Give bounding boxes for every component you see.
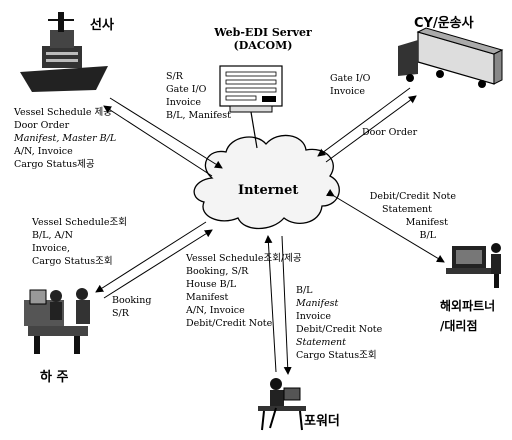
flow-forwarder-to-internet: Vessel Schedule조회/제공 Booking, S/R House … (186, 252, 302, 330)
flow-item: Vessel Schedule 제공 (14, 107, 112, 118)
internet-cloud (193, 134, 340, 230)
shipper-label: 하 주 (40, 370, 69, 385)
flow-item: A/N, Invoice (186, 305, 245, 316)
flow-cy-from-internet: Door Order (362, 126, 417, 139)
flow-item: Cargo Status제공 (14, 159, 95, 170)
flow-shipper-to-internet: Booking S/R (112, 294, 151, 320)
flow-item: Door Order (14, 120, 70, 131)
cy-trucker-label: CY/운송사 (414, 16, 474, 31)
flow-item: S/R (166, 71, 183, 82)
server-internet-link (250, 111, 258, 149)
flow-cy-to-internet: Gate I/O Invoice (330, 72, 370, 98)
flow-item: Manifest, Master B/L (14, 133, 117, 144)
partner-label-line2: /대리점 (440, 319, 478, 333)
arrow-internet-to-cy (325, 95, 417, 163)
flow-item: B/L, Manifest (166, 110, 231, 121)
shipping-line-label: 선사 (90, 18, 114, 33)
arrow-forwarder-to-internet (264, 235, 277, 373)
flow-item: Debit/Credit Note (369, 191, 456, 202)
flow-item: House B/L (186, 279, 237, 290)
truck-icon (398, 27, 504, 88)
partner-label-line1: 해외파트너 (440, 299, 496, 313)
flow-item: Vessel Schedule조회 (32, 217, 127, 228)
arrow-shipper-to-internet (103, 229, 213, 299)
arrow-ship-to-internet (109, 97, 223, 169)
server-subtitle: (DACOM) (233, 39, 293, 52)
flow-item: Manifest (186, 292, 229, 303)
arrow-cy-to-internet (317, 87, 411, 157)
flow-shipping-to-internet: S/R Gate I/O Invoice B/L, Manifest (166, 70, 231, 122)
partner-label: 해외파트너 /대리점 (440, 296, 495, 336)
flow-item: B/L (419, 230, 437, 241)
flow-item: Cargo Status조회 (296, 350, 377, 361)
forwarder-desk-icon (258, 378, 306, 431)
flow-item: Statement (296, 337, 346, 348)
flow-shipping-from-internet: Vessel Schedule 제공 Door Order Manifest, … (14, 106, 116, 171)
flow-item: Cargo Status조회 (32, 256, 113, 267)
server-title: Web-EDI Server (214, 26, 312, 39)
flow-item: S/R (112, 308, 129, 319)
flow-item: Debit/Credit Note (296, 324, 383, 335)
flow-partner: Debit/Credit Note Statement Manifest B/L (352, 190, 456, 242)
forwarder-label: 포워더 (304, 414, 340, 429)
flow-item: Invoice, (32, 243, 70, 254)
flow-forwarder-from-internet: B/L Manifest Invoice Debit/Credit Note S… (296, 284, 382, 362)
flow-item: Vessel Schedule조회/제공 (186, 253, 302, 264)
partner-workstation-icon (446, 243, 501, 288)
flow-shipper-from-internet: Vessel Schedule조회 B/L, A/N Invoice, Carg… (32, 216, 127, 268)
flow-item: Gate I/O (166, 84, 207, 95)
server-label: Web-EDI Server (DACOM) (204, 26, 322, 52)
flow-item: Invoice (166, 97, 201, 108)
flow-item: A/N, Invoice (14, 146, 73, 157)
flow-item: Door Order (362, 127, 418, 138)
flow-item: Booking (112, 295, 152, 306)
ship-icon (20, 12, 108, 92)
flow-item: Invoice (296, 311, 331, 322)
internet-label: Internet (238, 183, 299, 198)
flow-item: Statement (382, 204, 432, 215)
arrow-internet-to-shipper (95, 221, 207, 293)
flow-item: Invoice (330, 86, 365, 97)
flow-item: Debit/Credit Note (186, 318, 273, 329)
shipper-office-icon (24, 288, 90, 354)
flow-item: Booking, S/R (186, 266, 249, 277)
arrow-internet-to-forwarder (281, 235, 292, 375)
server-icon (219, 65, 283, 113)
flow-item: B/L, A/N (32, 230, 73, 241)
flow-item: Gate I/O (330, 73, 371, 84)
flow-item: Manifest (296, 298, 339, 309)
arrow-internet-partner (325, 188, 445, 263)
flow-item: B/L (296, 285, 313, 296)
arrow-internet-to-ship (103, 105, 213, 177)
flow-item: Manifest (405, 217, 448, 228)
